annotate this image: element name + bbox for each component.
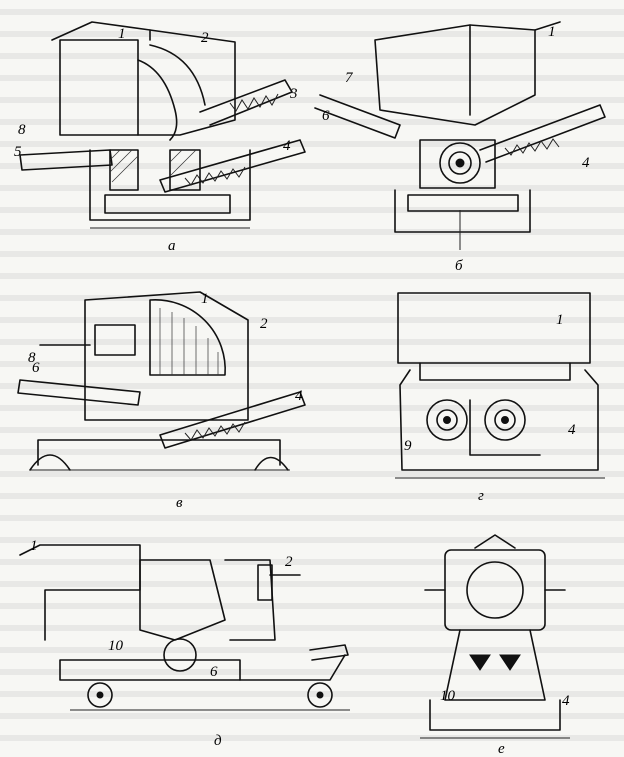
figure-b-lid bbox=[534, 21, 561, 31]
figure-a-label-1: 1 bbox=[118, 26, 126, 42]
figure-e-stand-mixer: 10 4 е bbox=[420, 534, 570, 757]
figure-a-label-8: 8 bbox=[18, 122, 26, 138]
figure-a-right-tray bbox=[159, 139, 306, 193]
figure-a-base bbox=[104, 194, 231, 214]
figure-d-mobile-mixer: 1 2 10 6 д bbox=[19, 538, 350, 749]
figure-g-hopper bbox=[397, 292, 591, 364]
figure-d-lever bbox=[257, 564, 273, 601]
figure-g-drum-left-axle bbox=[443, 416, 451, 424]
figure-b-drum-outer bbox=[439, 142, 481, 184]
figure-g-label-9: 9 bbox=[404, 438, 412, 454]
figure-a-chute-spring bbox=[229, 93, 279, 112]
figure-d-label-6: 6 bbox=[210, 664, 218, 680]
figure-b-label-1: 1 bbox=[548, 24, 556, 40]
figure-g-label-4: 4 bbox=[568, 422, 576, 438]
figure-v-right-tray bbox=[159, 391, 306, 449]
figure-g-drive bbox=[469, 399, 541, 456]
figure-v-rotor-hatch bbox=[159, 308, 219, 375]
figure-a-drum-mixer: 1 2 3 8 5 4 а bbox=[14, 21, 306, 254]
figure-a-drum-body bbox=[137, 29, 236, 136]
figure-a-discharge-chute bbox=[199, 79, 293, 126]
figure-v-label-8: 8 bbox=[28, 350, 36, 366]
figure-b-drum-inner bbox=[448, 151, 472, 175]
figure-a-hood bbox=[51, 21, 151, 41]
figure-e-caption: е bbox=[498, 741, 505, 757]
figure-v-label-1: 1 bbox=[201, 291, 209, 307]
figure-g-drum-right-axle bbox=[501, 416, 509, 424]
figure-v-left-tray bbox=[17, 379, 141, 406]
figure-e-frame bbox=[429, 699, 561, 731]
figure-a-label-2: 2 bbox=[201, 30, 209, 46]
figure-d-wheel-left-hub bbox=[96, 691, 104, 699]
figure-g-drum-left-inner bbox=[436, 409, 458, 431]
figure-b-drive-box bbox=[419, 139, 496, 189]
figure-a-motor bbox=[109, 149, 139, 191]
bleed-through-background bbox=[0, 9, 624, 741]
figure-b-label-4: 4 bbox=[582, 155, 590, 171]
figure-b-right-chute bbox=[479, 104, 606, 163]
figure-d-wheel-right-outer bbox=[307, 682, 333, 708]
figure-a-left-tray bbox=[19, 149, 113, 171]
figure-b-label-7: 7 bbox=[345, 70, 354, 86]
figure-d-label-1: 1 bbox=[30, 538, 38, 554]
figure-e-cone bbox=[444, 629, 546, 701]
figure-b-base bbox=[407, 194, 519, 212]
figure-e-valve-left bbox=[469, 654, 491, 671]
figure-d-tow-bar bbox=[239, 654, 346, 681]
figure-a-tray-spring bbox=[184, 166, 246, 186]
figure-b-drum-axle bbox=[455, 158, 465, 168]
figure-g-drum-left-outer bbox=[426, 399, 468, 441]
figure-v-paddle-mixer: 1 2 8 6 4 в bbox=[17, 291, 306, 511]
figure-d-caption: д bbox=[214, 733, 222, 749]
figure-a-label-4: 4 bbox=[283, 138, 291, 154]
figure-e-top-inlet bbox=[474, 534, 516, 549]
figure-e-valve-right bbox=[499, 654, 521, 671]
figure-a-caption: а bbox=[168, 238, 176, 254]
figure-e-label-4: 4 bbox=[562, 693, 570, 709]
figure-a-blade-2 bbox=[149, 44, 206, 106]
figure-e-label-10: 10 bbox=[440, 688, 456, 704]
figure-a-gearbox bbox=[169, 149, 201, 191]
figure-b-chute-spring bbox=[504, 138, 560, 156]
figure-d-seat bbox=[309, 644, 349, 661]
figure-v-tray-spring bbox=[184, 421, 246, 441]
figure-v-inlet bbox=[94, 324, 136, 356]
figure-a-label-3: 3 bbox=[289, 86, 298, 102]
figure-g-hopper-neck bbox=[419, 362, 571, 381]
figure-b-frame bbox=[394, 189, 531, 233]
figure-a-frame bbox=[89, 149, 251, 221]
figure-v-left-foot bbox=[29, 454, 71, 471]
figure-d-label-2: 2 bbox=[285, 554, 293, 570]
figure-d-drum bbox=[163, 638, 197, 672]
figure-g-twin-drum-mixer: 1 9 4 г bbox=[395, 292, 605, 504]
figure-a-label-5: 5 bbox=[14, 144, 22, 160]
figure-v-label-2: 2 bbox=[260, 316, 268, 332]
figure-d-hopper bbox=[139, 559, 226, 641]
figure-b-hopper-mixer: 1 7 6 4 б bbox=[314, 21, 606, 274]
figure-g-frame bbox=[399, 369, 599, 471]
figure-a-blade bbox=[137, 59, 178, 141]
figure-b-left-chute bbox=[314, 94, 401, 139]
figure-a-hatch bbox=[109, 149, 197, 183]
figure-v-right-foot bbox=[254, 456, 289, 471]
figure-g-drum-right-outer bbox=[484, 399, 526, 441]
figure-g-label-1: 1 bbox=[556, 312, 564, 328]
figure-v-rotor-sector bbox=[149, 299, 226, 376]
figure-d-wheel-left-outer bbox=[87, 682, 113, 708]
figure-v-frame bbox=[37, 439, 281, 466]
figure-b-label-6: 6 bbox=[322, 108, 330, 124]
figure-g-caption: г bbox=[478, 488, 484, 504]
figure-e-tank-window bbox=[466, 561, 524, 619]
figure-b-caption: б bbox=[455, 258, 463, 274]
figure-d-label-10: 10 bbox=[108, 638, 124, 654]
figure-v-label-6: 6 bbox=[32, 360, 40, 376]
figure-d-wheel-right-hub bbox=[316, 691, 324, 699]
figure-g-drum-right-inner bbox=[494, 409, 516, 431]
figure-v-label-4: 4 bbox=[295, 388, 303, 404]
figure-v-caption: в bbox=[176, 495, 183, 511]
